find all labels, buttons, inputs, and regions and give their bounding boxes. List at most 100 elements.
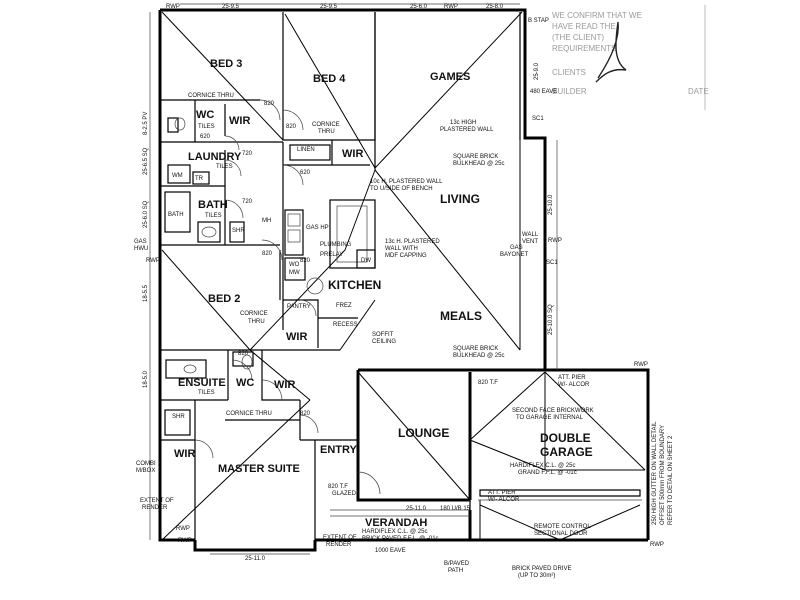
dim-820d: 820 [238,351,249,357]
dim-bstap: B STAP [528,18,549,24]
door-swings [194,99,381,495]
note-cornice-bed3: CORNICE THRU [188,93,234,99]
note-wall13-c: MDF CAPPING [385,253,427,259]
dim-620a: 620 [200,134,211,140]
room-bath: BATH [198,199,228,211]
fixture-frez: FREZ [336,303,352,309]
dim-rwp7: RWP [178,538,192,544]
kitchen-fixtures [164,117,376,436]
room-wc2: WC [236,377,254,389]
dim-rwp6: RWP [650,542,664,548]
dim-rwp3: RWP [548,238,562,244]
dim-right2: 25-10.0 SQ [548,304,554,335]
note-high-wall-a: 13c HIGH [450,120,476,126]
note-bulkhead1-a: SQUARE BRICK [453,154,498,160]
room-meals: MEALS [440,309,482,323]
dim-left2: 25-6.5 SQ [143,147,149,175]
note-second-face-b: TO GARAGE INTERNAL [516,415,584,421]
signature-icon [595,21,627,83]
room-double: DOUBLE [540,431,591,445]
note-gas-bayonet-a: GAS [510,245,523,251]
roof-lines [161,11,646,541]
note-att-pier1-b: W/- ALCOR [558,382,590,388]
fixture-prelay: PRELAY [320,252,343,258]
garage-door [330,489,642,517]
dim-sc1b: SC1 [546,260,558,266]
dim-top1: 25-9.5 [222,4,240,10]
note-wall10-b: TO U/SIDE OF BENCH [370,186,433,192]
dim-820f: 820 [286,124,297,130]
note-gas-bayonet-b: BAYONET [500,252,529,258]
dim-720a: 720 [242,151,253,157]
room-wc1: WC [196,109,214,121]
dim-left3: 25-6.0 SQ [143,200,149,228]
note-bulkhead2-b: BULKHEAD @ 25c [453,353,504,359]
room-master-suite: MASTER SUITE [218,463,300,475]
note-bulkhead2-a: SQUARE BRICK [453,346,498,352]
note-gas-hwu-b: HWU [134,246,148,252]
room-wir1: WIR [229,115,250,127]
room-entry: ENTRY [320,444,358,456]
note-gutter-c: REFER TO DETAIL ON SHEET 2 [668,435,674,525]
dim-top2: 25-9.5 [320,4,338,10]
note-wall13-a: 13c H. PLASTERED [385,239,440,245]
room-wir4: WIR [274,379,295,391]
room-lounge: LOUNGE [398,426,449,440]
stamp-line-2: HAVE READ THE [552,22,616,31]
stamp-line-5: CLIENTS [552,68,586,77]
dim-right1: 25-10.0 [548,194,554,215]
note-wall-vent-a: WALL [522,232,539,238]
room-bath-tiles: TILES [205,213,222,219]
note-paved-path-a: B/PAVED [444,561,470,567]
note-verandah-ub: 180 U/B 15 [440,506,471,512]
dim-left1: 8-2.5 PV [143,112,149,135]
room-labels: BED 3 BED 4 GAMES WC TILES WIR LAUNDRY T… [174,58,593,529]
note-cornice-bed2-a: CORNICE [240,311,268,317]
fixture-mw: MW [289,270,300,276]
room-linen: LINEN [297,147,315,153]
note-garage-ceiling: HARDIFLEX C.L. @ 25c [510,463,575,469]
note-remote-a: REMOTE CONTROL [534,524,591,530]
note-wall-vent-b: VENT [522,239,538,245]
dim-sc1a: SC1 [532,116,544,122]
room-garage: GARAGE [540,445,593,459]
note-paved-path-b: PATH [448,568,463,574]
approval-stamp: WE CONFIRM THAT WE HAVE READ THE (THE CL… [552,5,709,110]
stamp-line-6: BUILDER [552,87,587,96]
room-ensuite: ENSUITE [178,377,226,389]
notes: CORNICE THRU CORNICE THRU CORNICE THRU C… [134,89,674,579]
room-wir5: WIR [174,448,195,460]
dim-top4: 25-8.0 [486,4,504,10]
note-cornice-bed2-b: THRU [248,319,265,325]
room-verandah: VERANDAH [365,517,427,529]
room-bed2: BED 2 [208,293,240,305]
fixture-trough: TR [195,176,204,182]
stamp-line-3: (THE CLIENT) [552,33,604,42]
note-extent-right-a: EXTENT OF [323,535,357,541]
fixture-shr2: SHR [172,414,185,420]
note-soffit-b: CEILING [372,339,396,345]
note-eave-top: 480 EAVE [530,89,557,95]
stamp-line-7: DATE [688,87,709,96]
note-paved-drive-a: BRICK PAVED DRIVE [512,566,571,572]
room-bed4: BED 4 [313,73,346,85]
fixture-dw: DW [361,258,371,264]
note-bulkhead1-b: BULKHEAD @ 25c [453,161,504,167]
interior-walls [160,12,521,540]
dimensions: 820 820 820 820 820 820 620 620 720 720 … [143,4,664,562]
room-games: GAMES [430,71,470,83]
note-extent-left-b: RENDER [142,505,168,511]
dim-rwp1: RWP [166,4,180,10]
dim-bottom1: 25-11.0 [245,556,266,562]
dim-820a: 820 [264,101,275,107]
fixture-plumbing: PLUMBING [320,242,352,248]
note-recess: RECESS [333,322,358,328]
note-eave: 1000 EAVE [375,548,406,554]
note-cornice-bed4-a: CORNICE [312,122,340,128]
note-door-820-tf: 820 T.F [478,380,498,386]
fixture-bath: BATH [168,212,184,218]
room-ensuite-tiles: TILES [198,390,215,396]
dim-top5: 25-9.0 [534,62,540,80]
room-laundry-tiles: TILES [216,164,233,170]
